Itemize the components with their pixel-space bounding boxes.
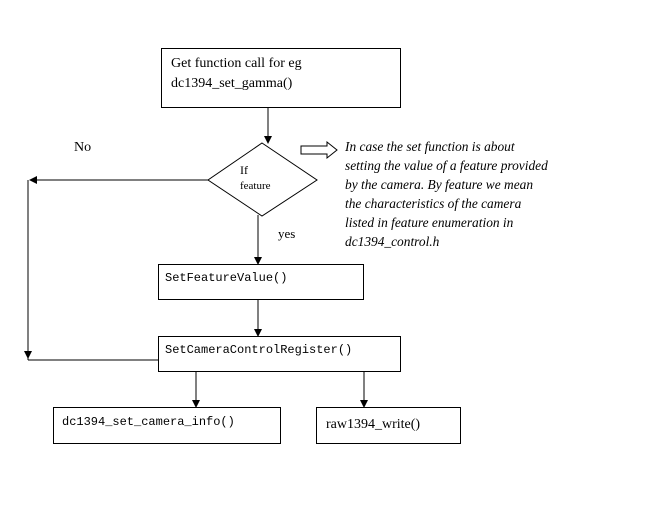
decision-diamond: [207, 142, 318, 217]
set-feature-value-box: SetFeatureValue(): [158, 264, 364, 300]
decision-label-line1: If: [240, 163, 248, 177]
note-pointer-arrow: [300, 140, 338, 160]
set-camera-control-register-box: SetCameraControlRegister(): [158, 336, 401, 372]
note-line: dc1394_control.h: [345, 234, 440, 249]
decision-label-line2: feature: [240, 180, 271, 192]
feature-note: In case the set function is about settin…: [345, 137, 615, 251]
start-box: Get function call for eg dc1394_set_gamm…: [161, 48, 401, 108]
note-line: setting the value of a feature provided: [345, 158, 548, 173]
start-box-line1: Get function call for eg: [171, 56, 302, 71]
note-line: listed in feature enumeration in: [345, 215, 514, 230]
note-line: In case the set function is about: [345, 139, 515, 154]
set-camera-control-register-label: SetCameraControlRegister(): [165, 343, 353, 357]
set-feature-value-label: SetFeatureValue(): [165, 271, 288, 285]
raw-write-label: raw1394_write(): [326, 417, 421, 432]
raw-write-box: raw1394_write(): [316, 407, 461, 444]
set-camera-info-label: dc1394_set_camera_info(): [62, 415, 235, 429]
edge-label-yes: yes: [278, 226, 296, 241]
start-box-line2: dc1394_set_gamma(): [171, 76, 293, 91]
edge-label-no: No: [74, 140, 92, 155]
set-camera-info-box: dc1394_set_camera_info(): [53, 407, 281, 444]
note-line: the characteristics of the camera: [345, 196, 522, 211]
note-line: by the camera. By feature we mean: [345, 177, 534, 192]
